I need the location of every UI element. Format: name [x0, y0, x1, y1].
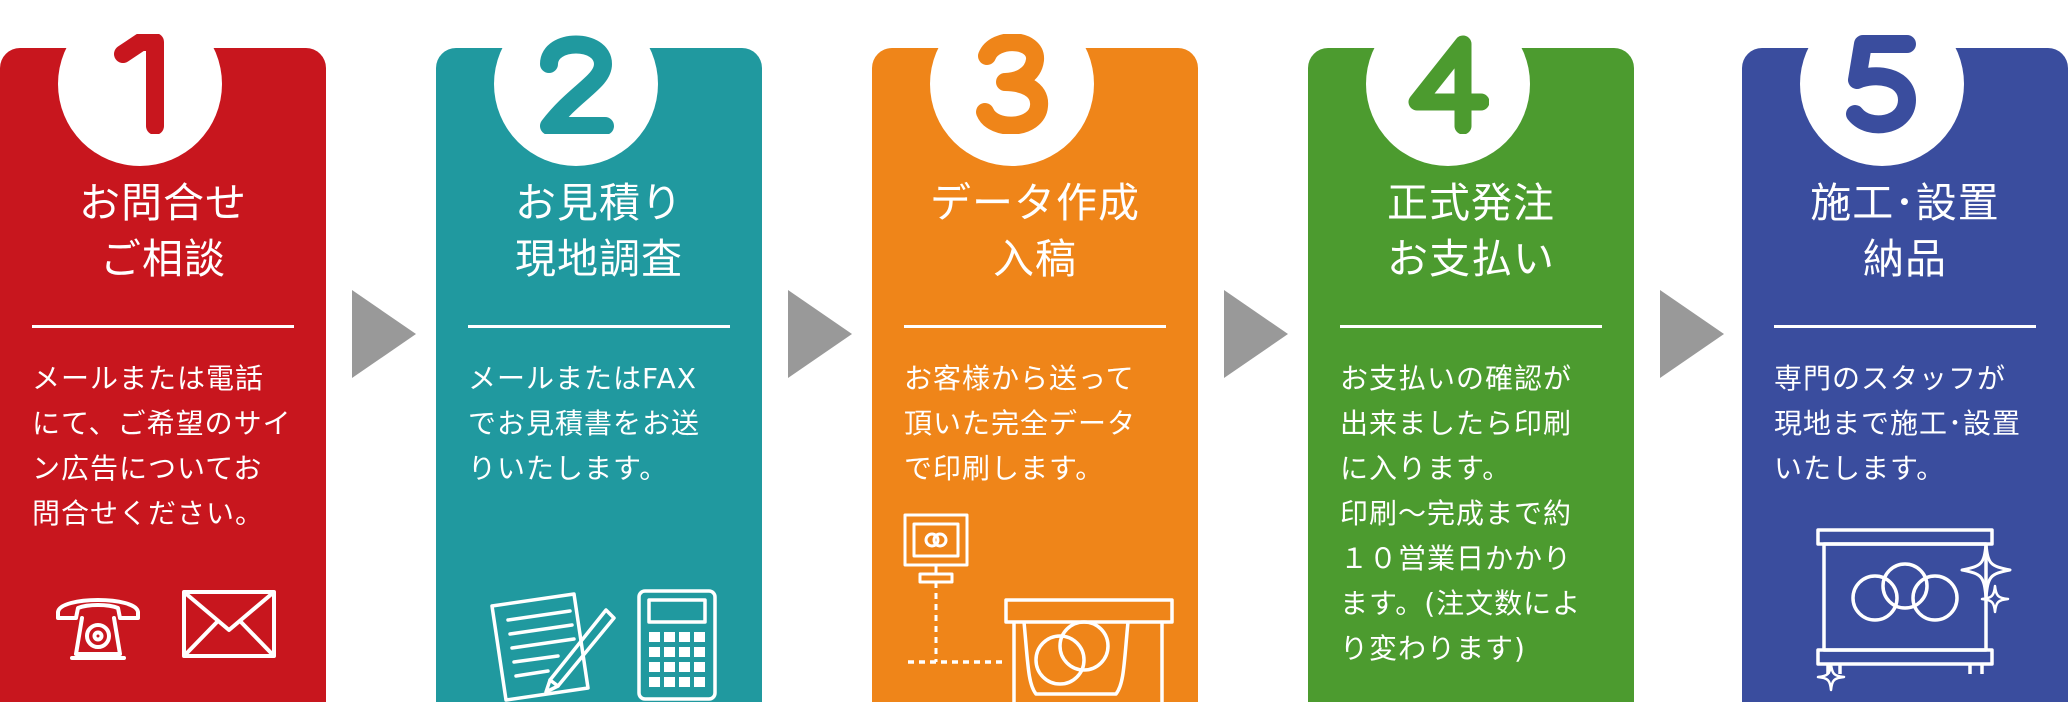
flow-arrow-icon — [1224, 290, 1288, 378]
step-description: メールまたはFAX でお見積書をお送 りいたします。 — [468, 356, 748, 491]
sparkle-icon — [1816, 662, 1846, 692]
divider — [904, 325, 1166, 328]
number-5-icon — [1846, 35, 1916, 134]
step-card-2: お見積り 現地調査 メールまたはFAX でお見積書をお送 りいたします。 — [436, 2, 762, 702]
step-title: お問合せ ご相談 — [0, 175, 326, 287]
step-card-3: データ作成 入稿 お客様から送って 頂いた完全データ で印刷します。 — [872, 2, 1198, 702]
step-description: メールまたは電話 にて、ご希望のサイ ン広告についてお 問合せください。 — [32, 356, 312, 536]
calculator-icon — [637, 589, 717, 701]
step-number-badge — [58, 2, 222, 166]
step-title-line: 施工･設置 — [1810, 179, 2000, 227]
step-title-line: ご相談 — [100, 235, 226, 283]
description-line: メールまたは電話 — [32, 362, 265, 395]
step-number-badge — [930, 2, 1094, 166]
flow-arrow-icon — [1660, 290, 1724, 378]
description-line: り変わります) — [1340, 632, 1526, 665]
description-line: お支払いの確認が — [1340, 362, 1573, 395]
flow-arrow-icon — [352, 290, 416, 378]
description-line: メールまたはFAX — [468, 362, 697, 395]
step-title: お見積り 現地調査 — [436, 175, 762, 287]
description-line: にて、ご希望のサイ — [32, 407, 292, 440]
document-pen-icon — [490, 592, 616, 702]
step-card-1: お問合せ ご相談 メールまたは電話 にて、ご希望のサイ ン広告についてお 問合せ… — [0, 2, 326, 702]
step-title-line: 入稿 — [993, 235, 1077, 283]
divider — [1340, 325, 1602, 328]
divider — [468, 325, 730, 328]
printer-icon — [908, 598, 1174, 702]
number-4-icon — [1408, 35, 1489, 134]
step-number-badge — [1366, 2, 1530, 166]
description-line: いたします。 — [1774, 452, 1946, 485]
divider — [1774, 325, 2036, 328]
envelope-icon — [182, 590, 276, 658]
step-title-line: 正式発注 — [1387, 179, 1555, 227]
description-line: でお見積書をお送 — [468, 407, 701, 440]
step-title-line: データ作成 — [930, 179, 1140, 227]
sparkle-icon — [1980, 584, 2010, 614]
description-line: １０営業日かかり — [1340, 542, 1573, 575]
flow-arrow-icon — [788, 290, 852, 378]
description-line: ン広告についてお — [32, 452, 263, 485]
step-description: 専門のスタッフが 現地まで施工･設置 いたします。 — [1774, 356, 2054, 491]
step-description: お客様から送って 頂いた完全データ で印刷します。 — [904, 356, 1184, 491]
description-line: 問合せください。 — [32, 497, 265, 530]
description-line: 印刷～完成まで約 — [1340, 497, 1573, 530]
step-card-4: 正式発注 お支払い お支払いの確認が 出来ましたら印刷 に入ります。 印刷～完成… — [1308, 2, 1634, 702]
description-line: に入ります。 — [1340, 452, 1512, 485]
step-title: データ作成 入稿 — [872, 175, 1198, 287]
installed-signboard-icon — [1816, 528, 1994, 674]
step-title-line: 現地調査 — [515, 235, 683, 283]
telephone-icon — [56, 598, 140, 660]
description-line: りいたします。 — [468, 452, 669, 485]
description-line: で印刷します。 — [904, 452, 1105, 485]
description-line: 出来ましたら印刷 — [1340, 407, 1573, 440]
description-line: お客様から送って — [904, 362, 1135, 395]
description-line: 現地まで施工･設置 — [1774, 407, 2022, 440]
step-number-badge — [1800, 2, 1964, 166]
step-title-line: 納品 — [1863, 235, 1947, 283]
step-title: 正式発注 お支払い — [1308, 175, 1634, 287]
step-title-line: お支払い — [1387, 235, 1555, 283]
number-2-icon — [540, 35, 614, 134]
divider — [32, 325, 294, 328]
step-title-line: お問合せ — [79, 179, 247, 227]
description-line: 頂いた完全データ — [904, 407, 1137, 440]
step-card-5: 施工･設置 納品 専門のスタッフが 現地まで施工･設置 いたします。 — [1742, 2, 2068, 702]
step-number-badge — [494, 2, 658, 166]
step-title-line: お見積り — [515, 179, 683, 227]
computer-monitor-icon — [903, 513, 969, 662]
number-3-icon — [976, 34, 1048, 134]
number-1-icon — [114, 34, 164, 134]
step-title: 施工･設置 納品 — [1742, 175, 2068, 287]
description-line: 専門のスタッフが — [1774, 362, 2007, 395]
description-line: ます。(注文数によ — [1340, 587, 1582, 620]
step-description: お支払いの確認が 出来ましたら印刷 に入ります。 印刷～完成まで約 １０営業日か… — [1340, 356, 1620, 671]
